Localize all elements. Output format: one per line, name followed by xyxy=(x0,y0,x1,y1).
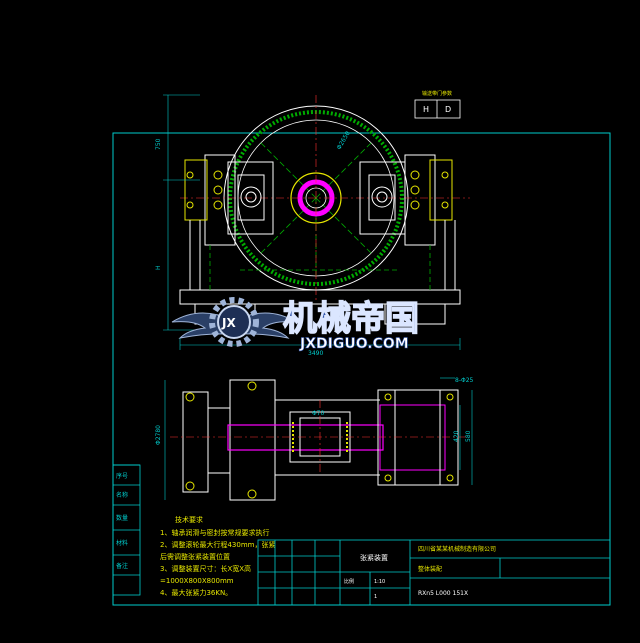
parameter-col-d: D xyxy=(445,105,451,114)
front-view: 750 H 3490 Φ2650 xyxy=(155,94,470,357)
plan-dimension-lines xyxy=(164,377,473,500)
plan-left-bolts xyxy=(185,381,257,499)
title-block xyxy=(257,539,611,606)
tech-req-item: 1、轴承润滑与密封按常规要求执行 xyxy=(160,528,269,537)
plan-right-outline xyxy=(377,389,459,486)
brand-chinese: 机械帝国 xyxy=(283,299,419,339)
plan-dim-right-a: 420 xyxy=(453,430,460,442)
parameter-table-title: 输送带门参数 xyxy=(422,90,452,97)
plan-left-frame xyxy=(182,379,380,501)
dim-height-label: H xyxy=(155,265,162,270)
plan-drum-hatch xyxy=(292,422,348,452)
parameter-table xyxy=(414,99,461,119)
right-bolts xyxy=(410,170,449,210)
gear-icon xyxy=(209,297,259,347)
right-bearing xyxy=(359,154,453,246)
frame-green-lines xyxy=(209,245,431,290)
tech-req-item: 后需调整张紧装置位置 xyxy=(160,552,230,561)
plan-dim-left: Φ2780 xyxy=(155,425,162,445)
plan-shaft xyxy=(227,424,384,451)
dim-overall-width: 3490 xyxy=(308,350,323,357)
title-part-label: 整体装配 xyxy=(418,565,442,573)
tech-req-item: =1000X800X800mm xyxy=(160,577,234,585)
side-table-cell: 材料 xyxy=(116,539,128,547)
tech-req-item: 3、调整装置尺寸：长X宽X高 xyxy=(160,564,251,573)
dim-top-height: 750 xyxy=(155,138,162,150)
left-bearing xyxy=(184,154,274,246)
title-scale-label: 比例 xyxy=(344,578,354,585)
parameter-col-h: H xyxy=(423,105,429,114)
tech-req-item: 4、最大张紧力36KN。 xyxy=(160,588,232,597)
left-bolts xyxy=(186,170,223,210)
title-company: 四川省某某机械制造有限公司 xyxy=(418,545,496,553)
dimension-lines xyxy=(163,94,461,350)
side-table-cell: 数量 xyxy=(116,514,128,522)
title-scale: 1:10 xyxy=(374,579,385,585)
technical-requirements: 技术要求 1、轴承润滑与密封按常规要求执行 2、调整滚轮最大行程430mm，张紧… xyxy=(160,515,275,597)
side-table-cell: 名称 xyxy=(116,491,128,499)
plan-right-bolts xyxy=(384,393,454,482)
plan-dim-inner: Φ70 xyxy=(312,410,325,417)
side-table xyxy=(112,464,141,596)
side-table-cell: 序号 xyxy=(116,472,128,480)
title-drawing-name: 张紧装置 xyxy=(360,553,388,562)
plan-dim-pitch: 8-Φ25 xyxy=(455,377,474,384)
logo-mark: JX xyxy=(221,316,236,330)
brand-english: JXDIGUO.COM xyxy=(299,336,409,352)
plan-right-frame xyxy=(379,404,446,471)
title-drawing-number: RXn5 L000 151X xyxy=(418,590,468,597)
plan-view: Φ2780 420 580 8-Φ25 Φ70 xyxy=(155,377,474,501)
plan-center-lines xyxy=(170,400,470,475)
plan-dim-right-b: 580 xyxy=(465,430,472,442)
tech-req-item: 2、调整滚轮最大行程430mm，张紧 xyxy=(160,540,275,549)
center-lines xyxy=(180,95,470,300)
tech-req-title: 技术要求 xyxy=(175,515,203,524)
title-sheet: 1 xyxy=(374,594,377,600)
side-table-cell: 备注 xyxy=(116,562,128,570)
watermark-logo: JX 机械帝国 JXDIGUO.COM xyxy=(171,297,420,352)
